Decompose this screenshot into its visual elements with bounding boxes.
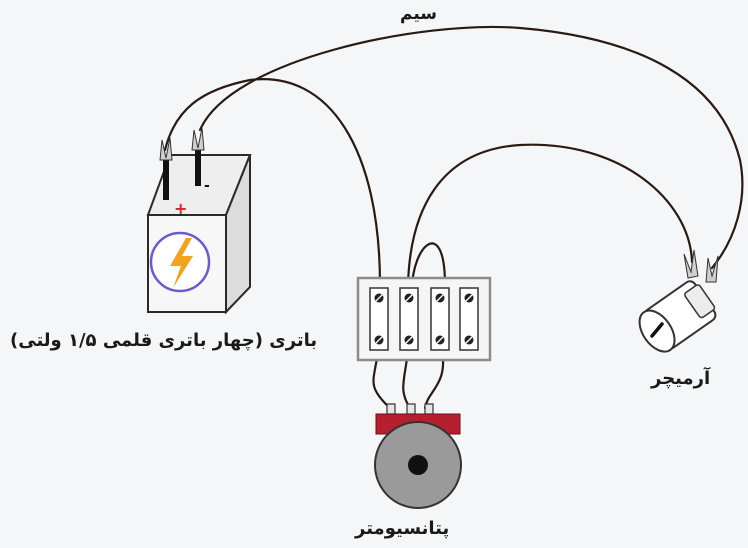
terminal-slot xyxy=(369,287,389,351)
wire-jumper xyxy=(410,242,447,292)
potentiometer-label: پتانسیومتر xyxy=(355,518,450,539)
alligator-clip-icon xyxy=(683,249,699,279)
ammeter-label: آرمیچر xyxy=(651,368,711,389)
battery-label: باتری (چهار باتری قلمی ۱/۵ ولتی) xyxy=(10,330,318,351)
terminal-slot xyxy=(430,287,450,351)
terminal-slot xyxy=(399,287,419,351)
wire-label: سیم xyxy=(400,4,437,24)
ammeter-needle xyxy=(650,322,664,338)
ammeter xyxy=(638,249,719,353)
wire-battery-to-block xyxy=(163,78,382,287)
wire-block-to-ammeter xyxy=(406,143,694,287)
battery: + - xyxy=(146,127,252,315)
wire-battery-to-ammeter-top xyxy=(198,25,744,270)
terminal-block xyxy=(356,276,492,362)
alligator-clip-icon xyxy=(705,255,719,283)
terminal-slot xyxy=(459,287,479,351)
minus-sign: - xyxy=(204,178,210,194)
alligator-clip-icon xyxy=(159,137,173,161)
plus-sign: + xyxy=(174,199,187,218)
alligator-clip-icon xyxy=(191,127,205,151)
potentiometer xyxy=(374,403,462,509)
lightning-bolt-icon xyxy=(170,238,193,288)
